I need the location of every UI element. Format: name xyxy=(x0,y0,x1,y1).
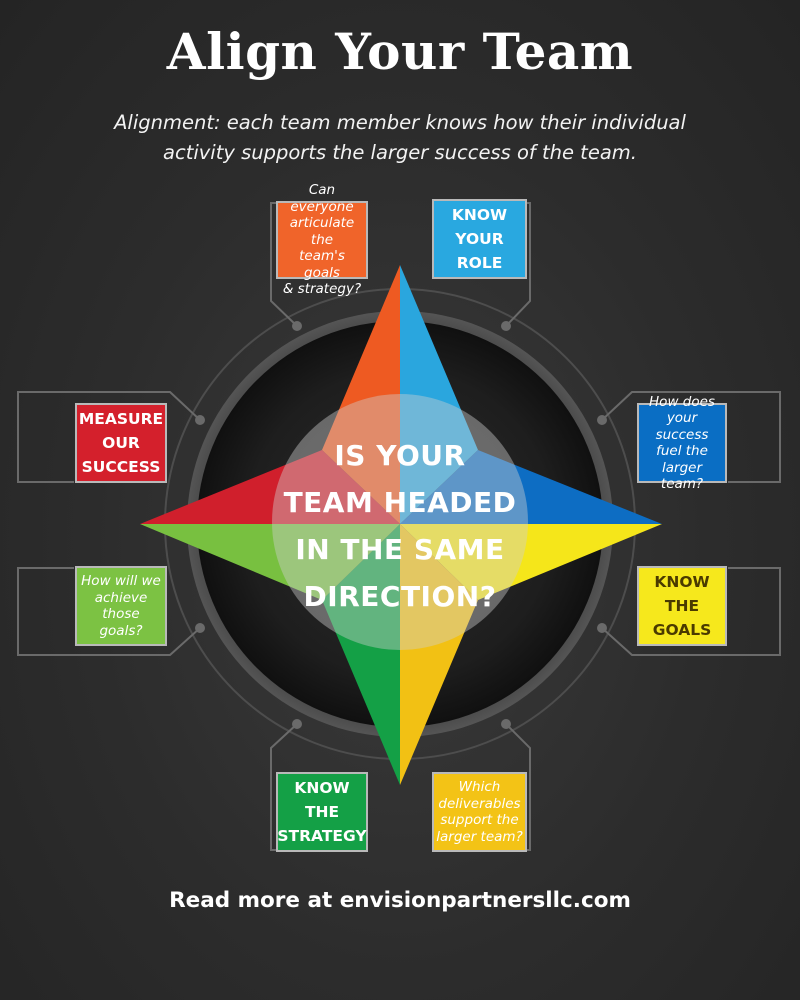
star-facet-top-left xyxy=(322,265,400,524)
box-line: team's goals xyxy=(299,248,345,281)
star-facet-bottom-left xyxy=(322,524,400,785)
center-question-line: TEAM HEADED xyxy=(283,486,517,519)
box-line: How does xyxy=(649,393,715,410)
star-facet-right-top xyxy=(400,450,662,524)
connector-dots xyxy=(195,321,607,729)
star-facet-bottom-right xyxy=(400,524,478,785)
box-line: your success xyxy=(655,410,709,443)
center-question: IS YOUR TEAM HEADED IN THE SAME DIRECTIO… xyxy=(275,432,525,620)
box-line: SUCCESS xyxy=(81,458,161,476)
compass-star xyxy=(140,265,662,785)
box-line: support the xyxy=(440,812,519,828)
box-line: THE xyxy=(664,597,700,615)
footer-link-text: Read more at envisionpartnersllc.com xyxy=(169,888,631,913)
box-line: STRATEGY xyxy=(277,827,367,845)
subtitle-line: Alignment: each team member knows how th… xyxy=(114,111,686,134)
center-question-line: DIRECTION? xyxy=(303,580,497,613)
box-line: MEASURE xyxy=(78,410,164,428)
box-line: KNOW xyxy=(451,206,508,224)
center-question-line: IS YOUR xyxy=(334,439,466,472)
center-circle xyxy=(272,394,528,650)
page-title: Align Your Team xyxy=(166,22,634,81)
box-articulate-goals: Can everyone articulate the team's goals… xyxy=(276,182,368,297)
box-line: fuel the xyxy=(656,443,708,459)
box-line: YOUR xyxy=(455,230,504,248)
connector-lines xyxy=(17,202,781,851)
page-subtitle: Alignment: each team member knows how th… xyxy=(110,108,690,168)
box-line: KNOW xyxy=(654,573,710,591)
box-line: larger team? xyxy=(660,459,704,493)
box-know-the-strategy: KNOW THE STRATEGY xyxy=(276,772,368,852)
box-line: GOALS xyxy=(652,621,712,639)
star-facet-right-bottom xyxy=(400,524,662,600)
box-deliverables: Which deliverables support the larger te… xyxy=(432,772,527,852)
box-line: those goals? xyxy=(99,606,143,639)
box-line: How will we xyxy=(81,573,161,589)
star-facet-top-right xyxy=(400,265,478,524)
box-line: achieve xyxy=(94,589,148,606)
star-facet-left-top xyxy=(140,450,400,524)
box-line: Can everyone xyxy=(290,182,354,215)
box-line: ROLE xyxy=(456,254,503,272)
box-line: Which xyxy=(458,779,501,795)
box-line: deliverables xyxy=(438,795,521,812)
box-success-fuel: How does your success fuel the larger te… xyxy=(637,394,727,492)
box-know-your-role: KNOW YOUR ROLE xyxy=(432,199,527,279)
box-line: OUR xyxy=(102,434,140,452)
box-know-the-goals: KNOW THE GOALS xyxy=(637,566,727,646)
box-line: KNOW xyxy=(294,779,350,797)
box-line: articulate the xyxy=(289,215,355,248)
box-line: larger team? xyxy=(436,828,523,845)
box-achieve-goals: How will we achieve those goals? xyxy=(75,566,167,646)
box-line: & strategy? xyxy=(282,281,362,298)
center-question-line: IN THE SAME xyxy=(295,533,505,566)
star-facet-left-bottom xyxy=(140,524,400,600)
box-line: THE xyxy=(304,803,340,821)
box-measure-our-success: MEASURE OUR SUCCESS xyxy=(75,403,167,483)
subtitle-line: activity supports the larger success of … xyxy=(163,141,637,164)
